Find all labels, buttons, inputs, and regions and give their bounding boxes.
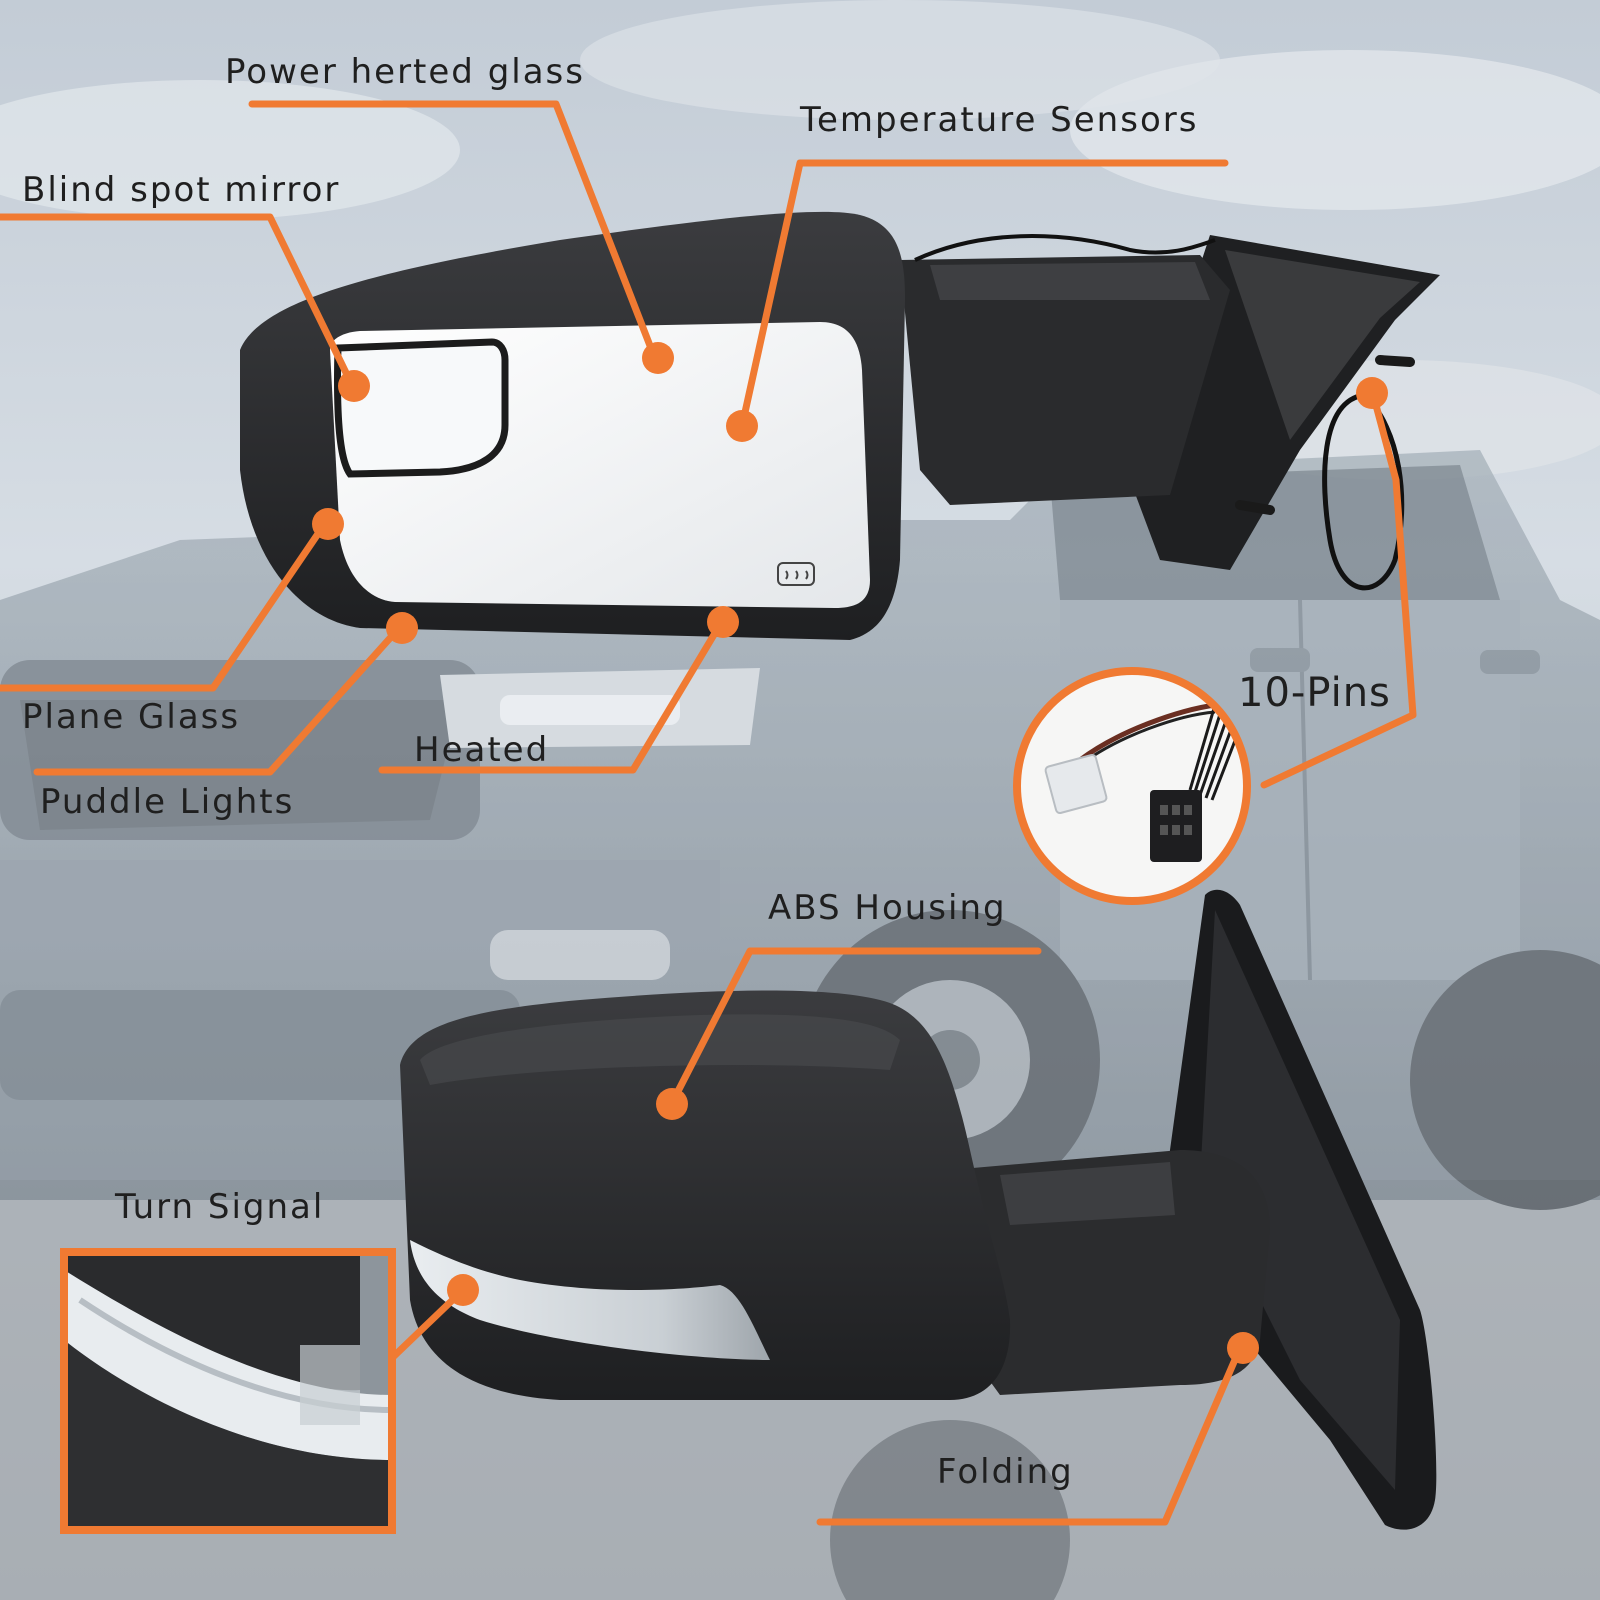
dot-plane-glass — [312, 508, 344, 540]
label-folding: Folding — [937, 1452, 1074, 1492]
label-power-heated-glass: Power herted glass — [225, 52, 585, 92]
cloud — [580, 0, 1220, 120]
label-ten-pins: 10-Pins — [1238, 670, 1391, 716]
turn-signal-inset — [60, 1248, 396, 1534]
leader-puddle-lights — [33, 623, 404, 776]
cloud — [0, 80, 460, 220]
leader-plane-glass — [0, 518, 330, 692]
label-plane-glass: Plane Glass — [22, 697, 241, 737]
leader-turn-signal — [388, 1286, 467, 1362]
leader-folding — [816, 1344, 1244, 1526]
turn-signal-lens — [410, 1240, 770, 1360]
dot-power-heated-glass — [642, 342, 674, 374]
wire — [914, 234, 1216, 262]
dot-blind-spot-mirror — [338, 370, 370, 402]
leader-abs-housing — [669, 947, 1042, 1105]
dot-temperature-sensors — [726, 410, 758, 442]
dot-turn-signal — [447, 1274, 479, 1306]
cloud — [1070, 50, 1600, 210]
leader-blind-spot-mirror — [0, 213, 356, 389]
top-mirror-assembly — [240, 211, 1440, 640]
dot-folding — [1227, 1332, 1259, 1364]
connector-inset-ring — [1013, 667, 1251, 905]
label-heated: Heated — [414, 730, 550, 770]
dot-ten-pins — [1356, 377, 1388, 409]
label-abs-housing: ABS Housing — [768, 888, 1007, 928]
leader-ten-pins — [1260, 390, 1417, 789]
connector-inset — [1013, 667, 1251, 905]
label-blind-spot-mirror: Blind spot mirror — [22, 170, 341, 210]
mirror-arm — [900, 255, 1230, 505]
bottom-mirror-assembly — [400, 889, 1437, 1530]
leader-lines — [0, 100, 1417, 1526]
label-puddle-lights: Puddle Lights — [40, 782, 295, 822]
callout-dots — [312, 342, 1388, 1364]
leader-heated — [378, 619, 725, 774]
white-connector — [1044, 753, 1108, 815]
blind-spot-glass — [334, 338, 509, 478]
turn-signal-inset-frame — [60, 1248, 396, 1534]
leader-power-heated-glass — [248, 100, 658, 360]
label-turn-signal: Turn Signal — [115, 1187, 325, 1227]
wire-harness — [1322, 392, 1405, 591]
dot-heated — [707, 606, 739, 638]
dot-puddle-lights — [386, 612, 418, 644]
label-temperature-sensors: Temperature Sensors — [800, 100, 1199, 140]
dot-abs-housing — [656, 1088, 688, 1120]
defrost-icon — [777, 562, 815, 586]
leader-temperature-sensors — [738, 159, 1229, 430]
